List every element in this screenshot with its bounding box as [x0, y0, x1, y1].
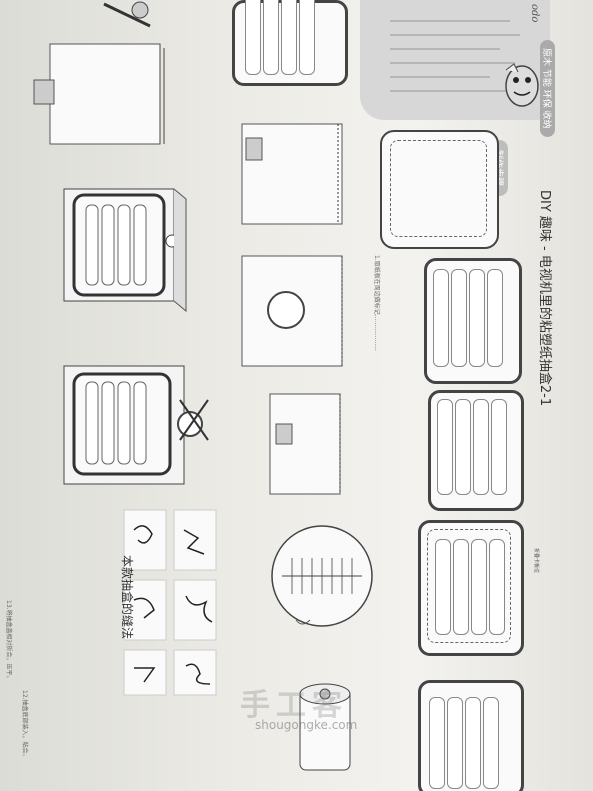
step-9-illustration: [269, 393, 341, 495]
header-panel: [360, 0, 550, 120]
step-1-illustration: [380, 130, 499, 249]
step-13-illustration: [63, 188, 187, 313]
step-10-illustration: [271, 525, 373, 627]
step-7-illustration: [241, 123, 343, 225]
brand-logo: odo: [529, 4, 540, 23]
step-4-illustration: [418, 520, 524, 656]
step-13-text: 13.将抽盒盖相对折合，压平。: [5, 600, 12, 682]
stitch-samples: [120, 500, 280, 700]
step-12-text: 12.抽盒底部装入，粘合。: [21, 690, 28, 760]
step-14-illustration: [63, 365, 209, 485]
step-1-text: 1.取纸板在周边做标记...................: [373, 255, 380, 351]
step-12-illustration: [33, 43, 165, 145]
step-11-illustration: [299, 683, 351, 771]
step-5-illustration: [418, 680, 524, 791]
step-8-illustration: [241, 255, 343, 367]
rack-label: 折叠卡板位: [533, 548, 539, 574]
step-2-illustration: [424, 258, 522, 384]
stitch-drawings: [123, 509, 217, 696]
watermark: 手工客: [240, 688, 348, 723]
step-box-top-illustration: [103, 1, 151, 28]
stitch-heading: 本款抽盒的缝法: [120, 555, 134, 640]
page-title: DIY 趣味 - 电视机里的粘塑纸抽盒2-1: [537, 190, 552, 407]
step-top-middle-illustration: [232, 0, 348, 86]
watermark-url: shougongke.com: [255, 718, 358, 732]
step-3-illustration: [428, 390, 524, 511]
mascot-illustration: [505, 63, 539, 107]
